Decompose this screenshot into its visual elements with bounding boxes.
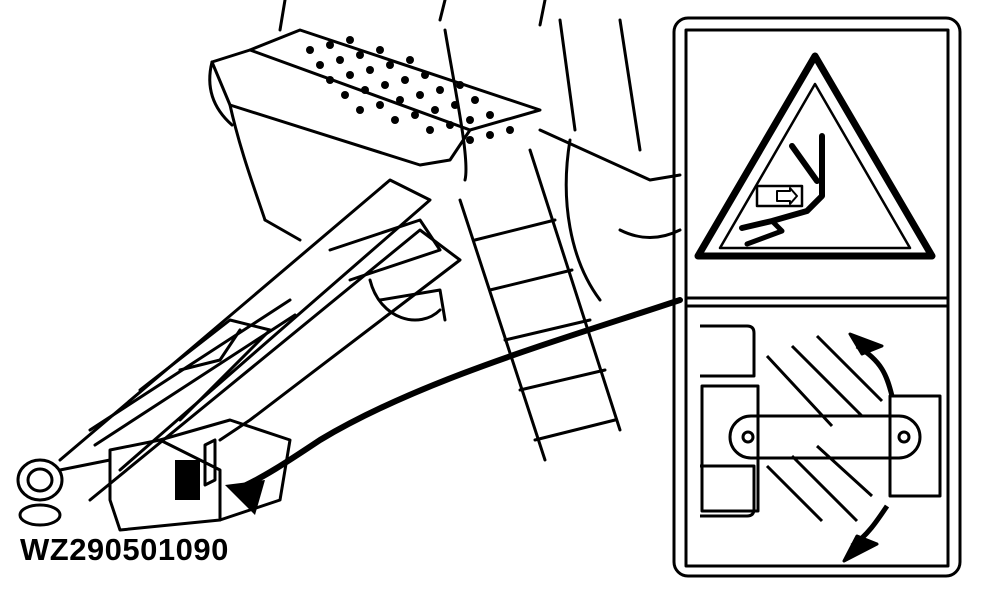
safety-decal (672, 16, 962, 578)
safety-decal-graphic (672, 16, 962, 578)
rotating-drawbar-icon (700, 324, 942, 563)
crush-hazard-hand-icon (694, 52, 936, 260)
figure-id-label: WZ290501090 (20, 532, 229, 567)
